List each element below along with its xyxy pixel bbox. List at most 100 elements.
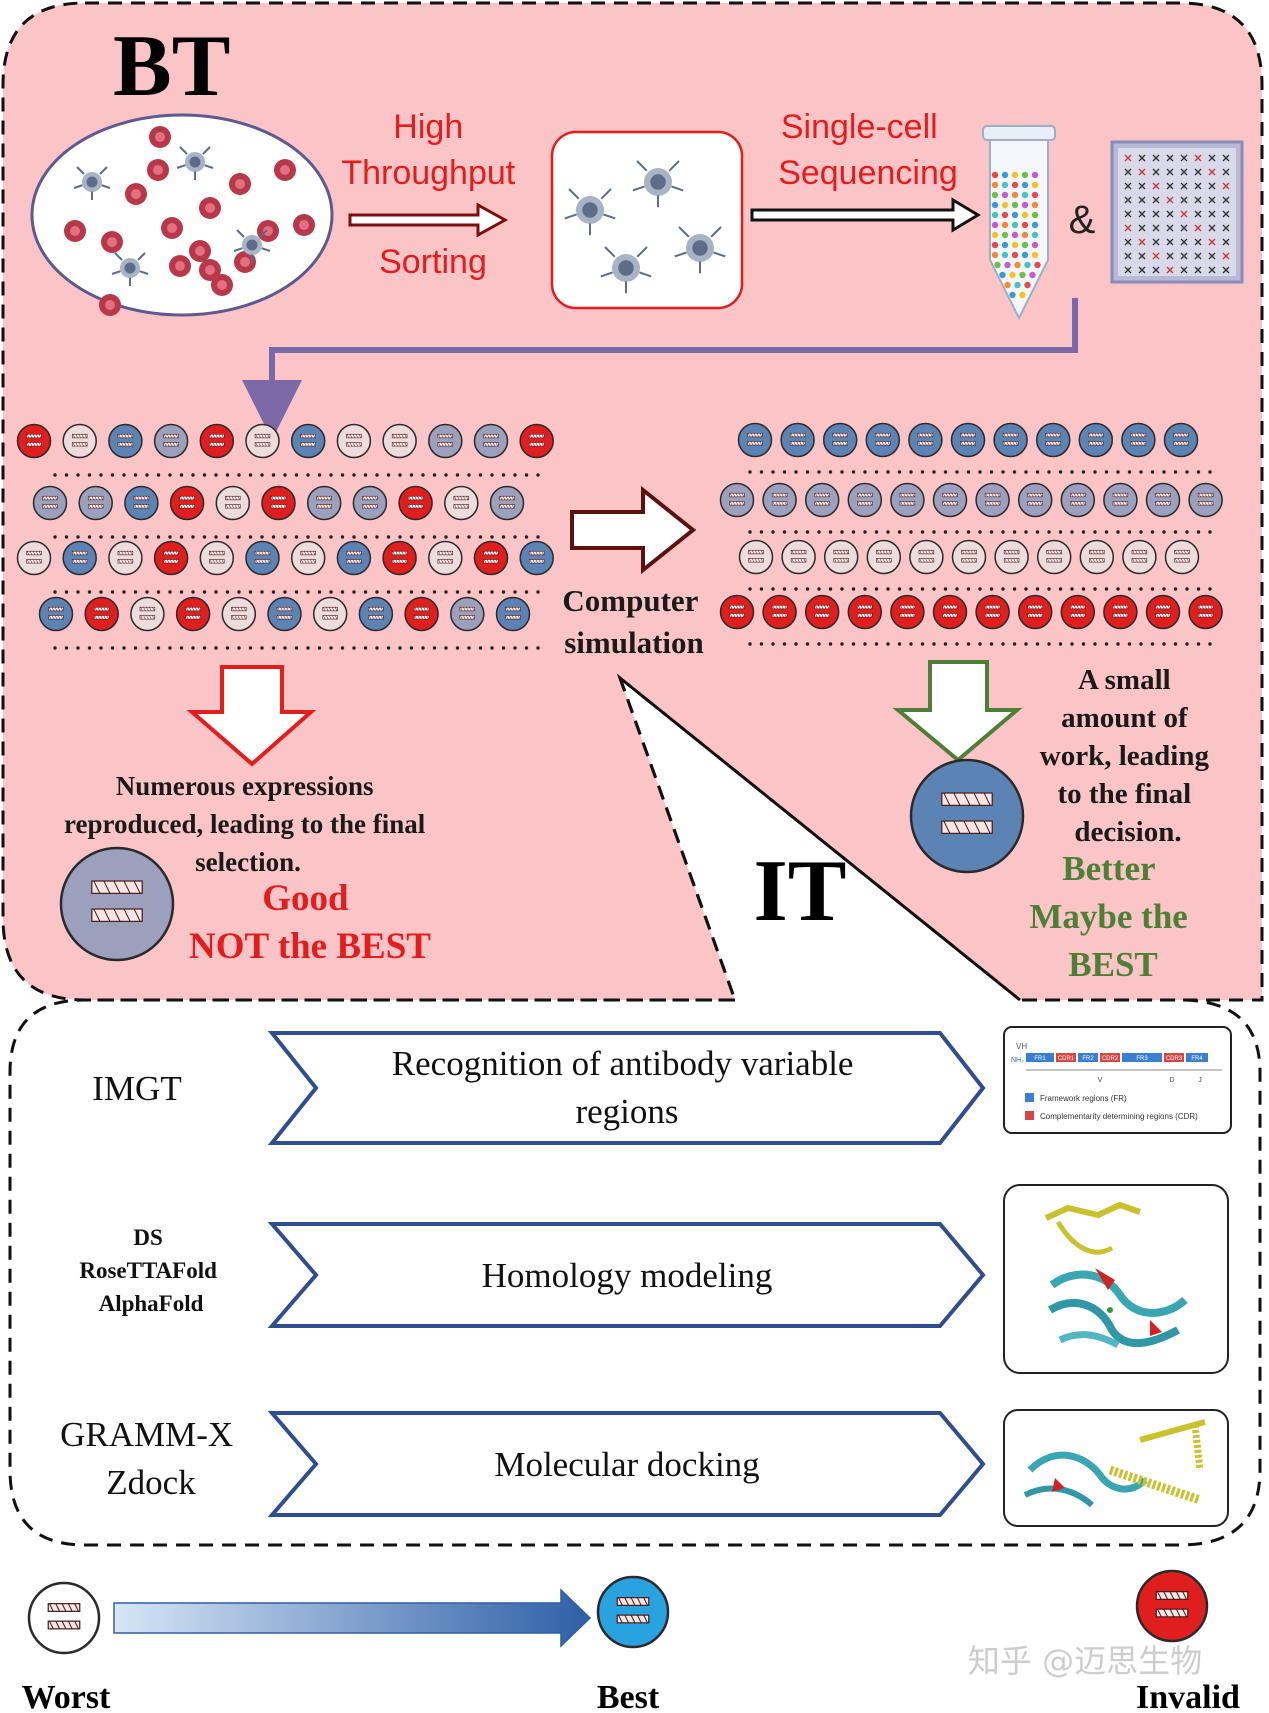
best-antibody-cell xyxy=(596,1575,670,1649)
left-row-3-cell xyxy=(199,540,235,576)
separator-dot xyxy=(1081,530,1086,534)
step-arrow-recognition xyxy=(267,1031,986,1145)
right-row-2-cell xyxy=(804,482,840,518)
left-row-1-cell xyxy=(336,423,372,459)
right-verdict-3: BEST xyxy=(1068,945,1158,984)
b-cell xyxy=(233,229,271,263)
separator-dot xyxy=(478,590,483,594)
separator-dot xyxy=(840,642,844,646)
separator-dot xyxy=(851,642,856,646)
separator-dot xyxy=(759,530,764,534)
separator-dot xyxy=(1196,587,1201,591)
separator-dot xyxy=(214,590,218,594)
it-step-homology: DS RoseTTAFold AlphaFold Homology modeli… xyxy=(79,1222,986,1328)
separator-dot xyxy=(156,473,161,477)
separator-dot xyxy=(794,470,798,474)
separator-dot xyxy=(863,587,867,591)
left-row-1-cell xyxy=(108,423,143,459)
right-row-3-cell xyxy=(1079,539,1115,575)
left-row-4-cell xyxy=(130,596,165,632)
separator-dot xyxy=(455,473,460,477)
left-row-3-cell xyxy=(290,540,326,576)
simulation-arrow xyxy=(570,485,697,575)
step-label-docking: Molecular docking xyxy=(494,1445,759,1484)
separator-dot xyxy=(271,535,276,539)
separator-dot xyxy=(340,473,345,477)
red-blood-cell xyxy=(293,214,315,236)
separator-dot xyxy=(1185,470,1189,474)
separator-dot xyxy=(828,587,833,591)
separator-dot xyxy=(1001,470,1005,474)
right-row-4-cell xyxy=(1188,594,1223,630)
separator-dot xyxy=(398,473,402,477)
right-text-5: decision. xyxy=(1074,816,1181,848)
separator-dot xyxy=(1173,470,1178,474)
sorted-b-cell xyxy=(600,246,652,294)
right-row-1-cell xyxy=(1163,422,1199,458)
red-blood-cell xyxy=(99,294,121,316)
separator-dot xyxy=(168,473,172,477)
separator-dot xyxy=(886,530,890,534)
svg-text:GRAMM-X Zdock: GRAMM-X Zdock xyxy=(60,1415,242,1502)
svg-text:Numerous expressions repro: Numerous expressions reproduced, leading… xyxy=(64,771,432,877)
separator-dot xyxy=(444,535,448,539)
right-row-2-cell xyxy=(932,482,968,518)
separator-dot xyxy=(53,473,57,477)
separator-dot xyxy=(501,646,506,650)
left-row-3-cell xyxy=(153,540,189,576)
left-result-cell xyxy=(59,846,175,962)
separator-dot xyxy=(490,646,494,650)
left-row-3-cell xyxy=(382,540,417,576)
separator-dot xyxy=(110,646,115,650)
separator-dot xyxy=(1070,530,1074,534)
separator-dot xyxy=(840,470,844,474)
red-blood-cell xyxy=(161,217,183,239)
separator-dot xyxy=(1047,587,1051,591)
separator-dot xyxy=(1173,587,1178,591)
right-row-3-cell xyxy=(781,539,816,575)
separator-dot xyxy=(1001,642,1005,646)
separator-dot xyxy=(771,642,775,646)
right-row-4-cell xyxy=(1145,594,1181,630)
separator-dot xyxy=(524,646,529,650)
right-row-3-cell xyxy=(1164,539,1200,575)
separator-dot xyxy=(317,535,322,539)
separator-dot xyxy=(421,646,425,650)
separator-dot xyxy=(897,642,902,646)
right-row-4-cell xyxy=(932,594,968,630)
separator-dot xyxy=(317,473,322,477)
separator-dot xyxy=(1093,470,1097,474)
right-row-3-cell xyxy=(951,539,987,575)
svg-text:Good NOT the BEST: Good NOT the BEST xyxy=(189,878,431,967)
left-row-1-cell xyxy=(382,423,417,459)
separator-dot xyxy=(817,530,821,534)
separator-dot xyxy=(340,590,345,594)
left-big-antibody-cell xyxy=(59,846,175,962)
separator-dot xyxy=(1139,642,1143,646)
red-blood-cell xyxy=(229,173,251,195)
docking-structure-image xyxy=(1003,1409,1229,1527)
thumb-segment-label: CDR1 xyxy=(1058,1056,1075,1062)
legend-best-label: Best xyxy=(597,1679,660,1713)
separator-dot xyxy=(909,470,913,474)
separator-dot xyxy=(1047,642,1051,646)
sequencing-tube xyxy=(982,125,1056,321)
separator-dot xyxy=(225,473,230,477)
left-row-3-cell xyxy=(336,540,372,576)
left-row-4-cell xyxy=(312,596,348,632)
separator-dot xyxy=(920,470,925,474)
separator-dot xyxy=(748,530,752,534)
separator-dot xyxy=(110,590,115,594)
right-row-4-cell xyxy=(804,594,840,630)
separator-dot xyxy=(874,530,879,534)
separator-dot xyxy=(782,470,787,474)
right-row-3-cell xyxy=(738,539,774,575)
left-row-2-cell xyxy=(261,485,296,521)
watermark: 知乎 @迈思生物 xyxy=(968,1642,1202,1680)
separator-dot xyxy=(1139,587,1143,591)
thumb-segment xyxy=(1078,1053,1098,1062)
separator-dot xyxy=(805,530,810,534)
separator-dot xyxy=(363,590,368,594)
separator-dot xyxy=(294,473,299,477)
legend-worst-label: Worst xyxy=(22,1679,111,1713)
